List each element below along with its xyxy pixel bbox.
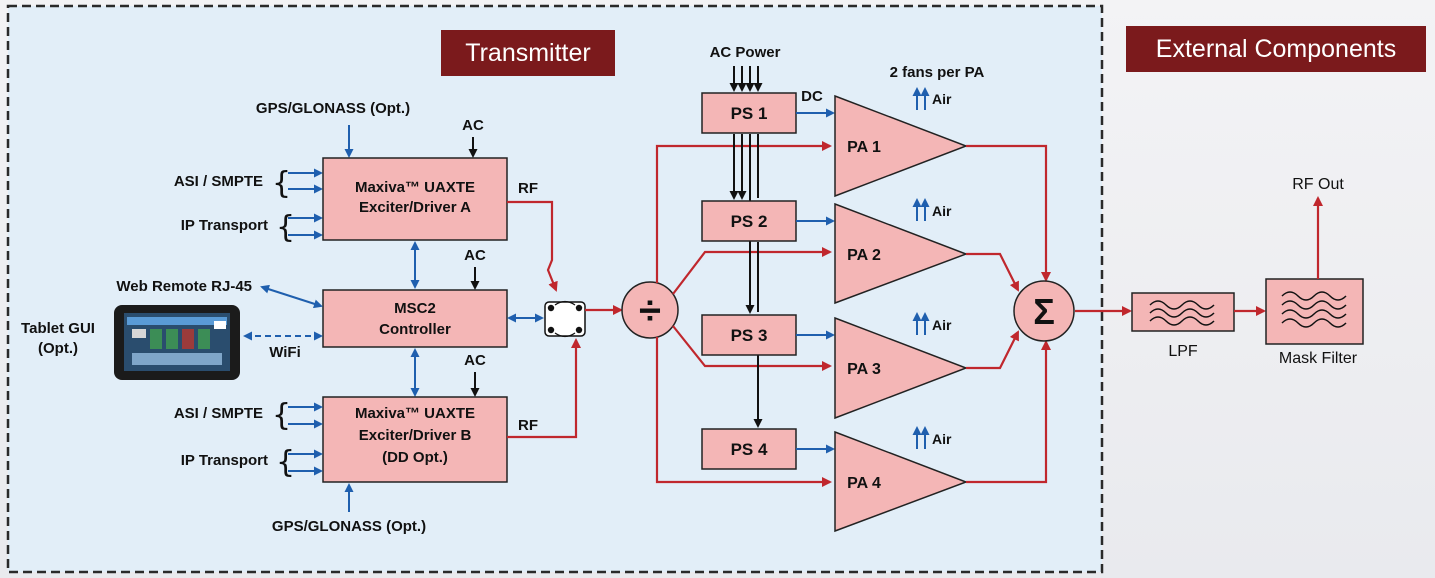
gps-top-label: GPS/GLONASS (Opt.) xyxy=(256,100,410,117)
pa2-amplifier xyxy=(834,202,969,305)
brace-ip-a-icon: { xyxy=(276,210,295,245)
ac-power-label: AC Power xyxy=(710,44,781,61)
air-label-pa2: Air xyxy=(932,203,952,219)
mask-filter-label: Mask Filter xyxy=(1279,350,1358,367)
exciter-b-line3: (DD Opt.) xyxy=(382,449,448,466)
rf-switch-icon xyxy=(544,300,586,338)
brace-ip-b-icon: { xyxy=(276,445,295,480)
ps2-label: PS 2 xyxy=(731,212,768,231)
ac-power-arrows xyxy=(729,66,763,92)
lpf-label: LPF xyxy=(1168,343,1198,360)
ac-a-label: AC xyxy=(462,117,484,134)
pa1-label: PA 1 xyxy=(847,139,881,156)
splitter-circle xyxy=(621,281,679,339)
air-arrows-icon xyxy=(912,87,930,449)
air-label-pa3: Air xyxy=(932,317,952,333)
air-label-pa1: Air xyxy=(932,91,952,107)
controller-block xyxy=(322,289,508,348)
exciter-a-line1: Maxiva™ UAXTE xyxy=(355,179,475,196)
mask-filter-block xyxy=(1265,278,1364,345)
ps3-block xyxy=(701,314,797,356)
dc-links xyxy=(796,108,835,454)
ip-b-label: IP Transport xyxy=(181,452,268,469)
pa3-amplifier xyxy=(834,316,969,420)
combiner-symbol: Σ xyxy=(1033,291,1055,332)
rf-a-label: RF xyxy=(518,180,538,197)
fans-label: 2 fans per PA xyxy=(890,64,985,81)
ps1-block xyxy=(701,92,797,134)
transmitter-banner-text: Transmitter xyxy=(465,39,590,67)
ps4-label: PS 4 xyxy=(731,440,768,459)
splitter-symbol: ÷ xyxy=(639,289,661,333)
rf-b-label: RF xyxy=(518,417,538,434)
rf-a-path xyxy=(507,200,558,292)
exciter-b-input-arrows xyxy=(288,402,323,476)
gps-bottom-label: GPS/GLONASS (Opt.) xyxy=(272,518,426,535)
rf-b-path xyxy=(507,338,581,439)
ip-a-label: IP Transport xyxy=(181,217,268,234)
ps2-block xyxy=(701,200,797,242)
pa4-label: PA 4 xyxy=(847,475,881,492)
exciter-a-line2: Exciter/Driver A xyxy=(359,199,471,216)
wifi-label: WiFi xyxy=(269,344,301,361)
ac-mid-label: AC xyxy=(464,247,486,264)
ps1-label: PS 1 xyxy=(731,104,768,123)
brace-asi-b-icon: { xyxy=(272,398,291,433)
controller-line2: Controller xyxy=(379,321,451,338)
rf-out-label: RF Out xyxy=(1292,176,1344,193)
combiner-input-paths xyxy=(966,144,1051,484)
asi-a-label: ASI / SMPTE xyxy=(174,173,263,190)
asi-b-label: ASI / SMPTE xyxy=(174,405,263,422)
external-components-banner-text: External Components xyxy=(1156,35,1396,63)
combiner-circle xyxy=(1013,280,1075,342)
brace-asi-a-icon: { xyxy=(272,166,291,201)
exciter-b-line1: Maxiva™ UAXTE xyxy=(355,405,475,422)
tablet-label-line2: (Opt.) xyxy=(38,340,78,357)
dc-label: DC xyxy=(801,88,823,105)
lpf-filter-icon xyxy=(1149,300,1215,326)
air-label-pa4: Air xyxy=(932,431,952,447)
pa4-amplifier xyxy=(834,430,969,533)
pa3-label: PA 3 xyxy=(847,361,881,378)
exciter-a-input-arrows xyxy=(288,168,323,240)
exciter-b-line2: Exciter/Driver B xyxy=(359,427,472,444)
exciter-a-block xyxy=(322,157,508,241)
transmitter-banner xyxy=(441,30,615,76)
ps4-block xyxy=(701,428,797,470)
pa2-label: PA 2 xyxy=(847,247,881,264)
web-remote-label: Web Remote RJ-45 xyxy=(116,278,252,295)
pa1-amplifier xyxy=(834,94,969,198)
tablet-label-line1: Tablet GUI xyxy=(21,320,95,337)
ac-b-label: AC xyxy=(464,352,486,369)
ps3-label: PS 3 xyxy=(731,326,768,345)
mask-filter-icon xyxy=(1281,291,1347,328)
tablet-gui-image xyxy=(114,305,240,380)
exciter-b-block xyxy=(322,396,508,483)
splitter-output-paths xyxy=(655,141,832,487)
web-remote-link xyxy=(260,284,323,309)
controller-line1: MSC2 xyxy=(394,300,436,317)
external-components-banner xyxy=(1126,26,1426,72)
